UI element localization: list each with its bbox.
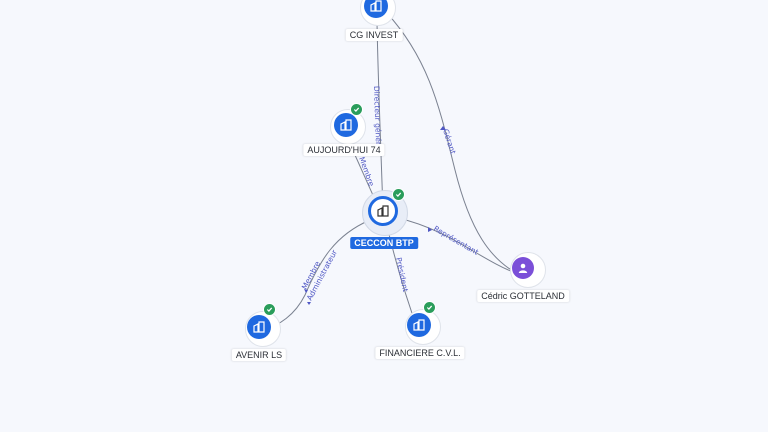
check-badge-icon <box>423 301 436 314</box>
building-icon <box>364 0 388 18</box>
edge-label-representant: Représentant <box>432 224 480 257</box>
edge-ceccon-cedric <box>397 217 519 275</box>
node-label-aujourdhui-74: AUJOURD'HUI 74 <box>303 144 385 156</box>
edge-label-president: Président <box>394 257 410 293</box>
building-icon <box>334 113 358 137</box>
node-ceccon-btp[interactable] <box>360 188 408 238</box>
edge-label-directeur-general: Directeur général <box>372 86 383 152</box>
edge-cg-invest-cedric <box>385 11 521 276</box>
arrow-marker <box>304 289 308 293</box>
node-label-avenir-ls: AVENIR LS <box>231 349 287 361</box>
edge-label-membre: Membre <box>357 156 376 188</box>
arrow-marker <box>428 227 432 232</box>
arrow-marker <box>440 126 446 130</box>
node-avenir-ls[interactable] <box>241 303 281 351</box>
building-icon <box>407 313 431 337</box>
building-icon <box>247 315 271 339</box>
edge-cg-invest-ceccon <box>376 21 384 213</box>
node-label-cedric-gotteland: Cédric GOTTELAND <box>477 290 569 302</box>
node-cedric-gotteland[interactable] <box>506 252 546 292</box>
node-cg-invest[interactable] <box>356 0 396 30</box>
check-badge-icon <box>392 188 405 201</box>
check-badge-icon <box>263 303 276 316</box>
node-label-ceccon-btp: CECCON BTP <box>350 237 418 249</box>
node-label-cg-invest: CG INVEST <box>345 29 403 41</box>
node-aujourdhui-74[interactable] <box>326 103 366 147</box>
edge-label-gerant: Gérant <box>441 128 458 155</box>
arrow-marker <box>307 302 311 305</box>
node-label-financiere-cvl: FINANCIERE C.V.L. <box>375 347 465 359</box>
node-financiere-cvl[interactable] <box>401 301 441 349</box>
check-badge-icon <box>350 103 363 116</box>
person-icon <box>512 257 534 279</box>
building-icon <box>368 196 398 226</box>
